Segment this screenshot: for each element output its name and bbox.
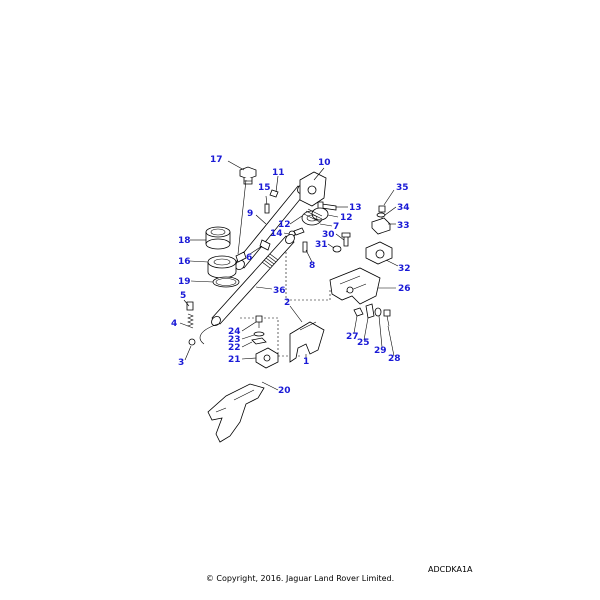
callout-20: 20 bbox=[278, 386, 291, 396]
part-washer-23 bbox=[253, 331, 265, 337]
part-pin-15 bbox=[264, 203, 270, 214]
callout-36: 36 bbox=[273, 286, 286, 296]
callout-33: 33 bbox=[397, 221, 410, 231]
callout-8: 8 bbox=[309, 261, 315, 271]
part-spring-5 bbox=[186, 301, 194, 329]
callout-32: 32 bbox=[398, 264, 411, 274]
callout-21: 21 bbox=[228, 355, 241, 365]
callout-13: 13 bbox=[349, 203, 362, 213]
callout-9: 9 bbox=[247, 209, 253, 219]
part-bush-18 bbox=[205, 226, 231, 250]
callout-19: 19 bbox=[178, 277, 191, 287]
callout-14: 14 bbox=[270, 229, 283, 239]
part-selector-10 bbox=[299, 171, 327, 207]
callout-3: 3 bbox=[178, 358, 184, 368]
part-25 bbox=[365, 303, 375, 319]
callout-18: 18 bbox=[178, 236, 191, 246]
callout-6: 6 bbox=[246, 253, 252, 263]
callout-2: 2 bbox=[284, 298, 290, 308]
part-screw-30 bbox=[341, 232, 351, 247]
part-ring-19 bbox=[212, 276, 240, 288]
part-cam-32 bbox=[365, 241, 393, 265]
part-spring-7 bbox=[301, 207, 329, 226]
callout-10: 10 bbox=[318, 158, 331, 168]
callout-27: 27 bbox=[346, 332, 359, 342]
callout-1: 1 bbox=[303, 357, 309, 367]
part-shaft-36 bbox=[211, 233, 295, 327]
callout-26: 26 bbox=[398, 284, 411, 294]
callout-22: 22 bbox=[228, 343, 241, 353]
part-bracket-26 bbox=[329, 267, 381, 305]
leader-lines bbox=[179, 160, 399, 391]
part-block-21 bbox=[255, 347, 279, 369]
copyright-notice: © Copyright, 2016. Jaguar Land Rover Lim… bbox=[205, 574, 395, 583]
callout-34: 34 bbox=[397, 203, 410, 213]
part-27 bbox=[353, 307, 364, 317]
callout-4: 4 bbox=[171, 319, 177, 329]
callout-12b: 12 bbox=[340, 213, 353, 223]
callout-5: 5 bbox=[180, 291, 186, 301]
callout-31: 31 bbox=[315, 240, 328, 250]
callout-15: 15 bbox=[258, 183, 271, 193]
part-pad-22 bbox=[251, 337, 267, 345]
part-washer-34 bbox=[376, 212, 386, 218]
callout-35: 35 bbox=[396, 183, 409, 193]
callout-30: 30 bbox=[322, 230, 335, 240]
callout-25: 25 bbox=[357, 338, 370, 348]
callout-23: 23 bbox=[228, 335, 241, 345]
part-ball-3 bbox=[188, 338, 196, 346]
part-housing-16 bbox=[207, 251, 247, 279]
callout-17: 17 bbox=[210, 155, 223, 165]
callout-11: 11 bbox=[272, 168, 285, 178]
callout-24: 24 bbox=[228, 327, 241, 337]
part-fork-20 bbox=[207, 383, 265, 443]
part-clip-6 bbox=[259, 239, 271, 251]
callout-16: 16 bbox=[178, 257, 191, 267]
part-nut-31 bbox=[332, 245, 342, 253]
callout-28: 28 bbox=[388, 354, 401, 364]
part-29 bbox=[374, 307, 382, 317]
callout-7: 7 bbox=[333, 222, 339, 232]
part-pin-11 bbox=[269, 189, 279, 198]
diagram-reference-code: ADCDKA1A bbox=[428, 565, 473, 574]
callout-12a: 12 bbox=[278, 220, 291, 230]
part-plug-17 bbox=[239, 166, 257, 185]
part-bracket-33 bbox=[371, 217, 391, 235]
part-bolt-24 bbox=[255, 315, 263, 328]
part-28 bbox=[383, 309, 391, 327]
part-fork-1 bbox=[289, 321, 325, 363]
part-drawings bbox=[186, 166, 393, 443]
callout-29: 29 bbox=[374, 346, 387, 356]
callout-labels: 17 11 15 9 10 13 35 34 33 12 12 7 14 30 … bbox=[171, 155, 411, 396]
